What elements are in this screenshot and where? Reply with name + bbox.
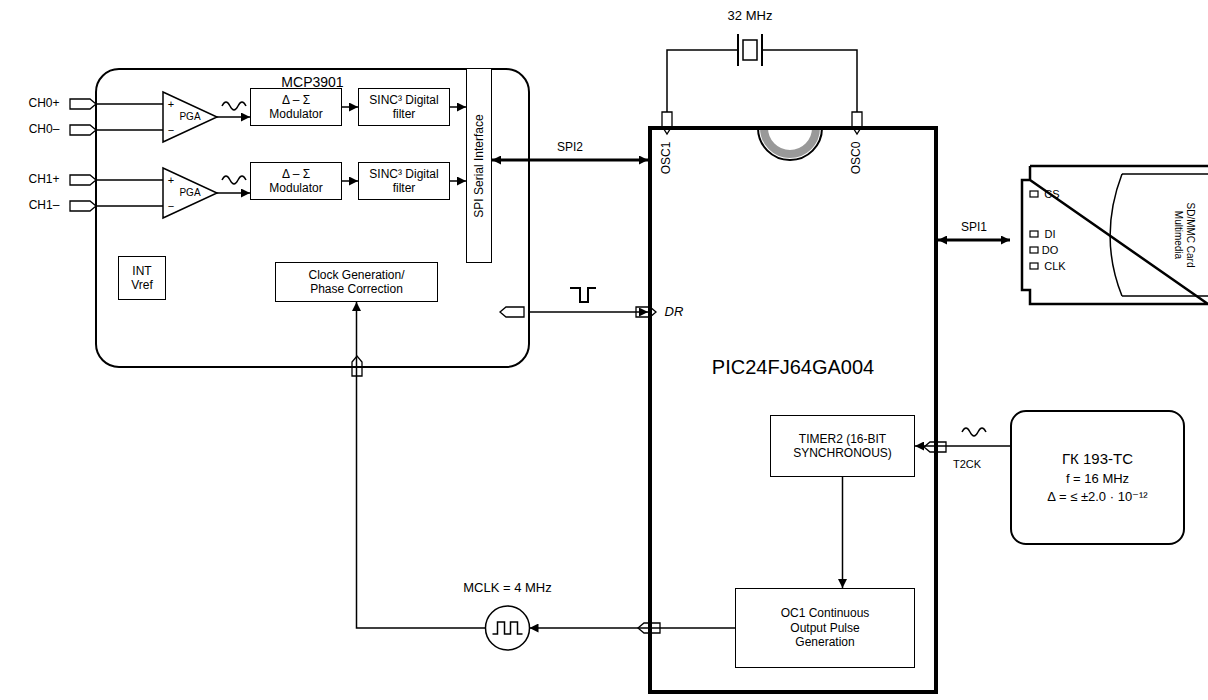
crystal-body bbox=[743, 40, 757, 60]
node-text: TIMER2 (16-BIT SYNCHRONOUS) bbox=[781, 432, 904, 461]
node-text: SINC³ Digital filter bbox=[369, 93, 439, 122]
chip-block: MCP3901PGAΔ – Σ ModulatorSINC³ Digital f… bbox=[95, 68, 530, 368]
pin bbox=[500, 307, 524, 317]
chip-notch bbox=[758, 128, 822, 160]
sine-icon bbox=[222, 102, 246, 110]
card-edge bbox=[1110, 174, 1208, 296]
node-text: ГК 193-ТС bbox=[1062, 448, 1133, 470]
connector bbox=[217, 116, 250, 118]
polarity-sign: + bbox=[168, 98, 174, 110]
node-text: SPI Serial Interface bbox=[472, 114, 486, 217]
output-compare-box: OC1 Continuous Output Pulse Generation bbox=[735, 588, 915, 668]
pin-name: DI bbox=[1045, 228, 1056, 240]
connector bbox=[342, 106, 358, 108]
square-wave-icon bbox=[493, 622, 523, 634]
crystal-plate bbox=[738, 34, 762, 66]
process-box: INT Vref bbox=[118, 256, 166, 300]
node-text: OC1 Continuous Output Pulse Generation bbox=[766, 606, 884, 649]
pin-name: CH0+ bbox=[28, 97, 59, 110]
pin bbox=[70, 125, 96, 135]
node-text: SINC³ Digital filter bbox=[369, 167, 439, 196]
node-text: INT Vref bbox=[121, 264, 163, 293]
card-pin bbox=[1030, 263, 1038, 269]
connector bbox=[342, 180, 358, 182]
pin-name: CH1– bbox=[29, 199, 60, 212]
circle-outline bbox=[486, 606, 530, 650]
sine-icon bbox=[962, 428, 986, 436]
connector bbox=[915, 445, 1010, 447]
process-box: SINC³ Digital filter bbox=[358, 88, 450, 126]
chip-notch-band bbox=[764, 128, 816, 154]
pin bbox=[852, 112, 862, 134]
connector bbox=[530, 627, 736, 629]
pin bbox=[70, 175, 96, 185]
node-text: MCLK = 4 MHz bbox=[440, 580, 575, 595]
triangle-outline bbox=[163, 168, 217, 218]
clock-signal-circle: MCLK = 4 MHz bbox=[440, 580, 575, 652]
bus-arrow bbox=[492, 159, 648, 162]
pin-name: CH1+ bbox=[28, 173, 59, 186]
node-text: SD/MMC Card Multimedia bbox=[1173, 195, 1196, 275]
polarity-sign: + bbox=[168, 174, 174, 186]
pin-name: CS bbox=[1044, 188, 1059, 200]
pin-name: DR bbox=[665, 305, 684, 319]
card-socket: SD/MMC Card Multimedia bbox=[1010, 166, 1208, 304]
bus-label: SPI2 bbox=[554, 141, 586, 154]
node-text: Clock Generation/ Phase Correction bbox=[298, 268, 415, 297]
node-text: Δ – Σ Modulator bbox=[261, 167, 331, 196]
process-box: Clock Generation/ Phase Correction bbox=[275, 262, 438, 302]
timer-box: TIMER2 (16-BIT SYNCHRONOUS) bbox=[770, 415, 915, 477]
node-text: Δ = ≤ ±2.0 · 10⁻¹² bbox=[1047, 488, 1147, 507]
connector bbox=[530, 311, 648, 313]
pin-name: OSC1 bbox=[660, 142, 673, 175]
pin-name: T2CK bbox=[953, 458, 981, 470]
node-text: PGA bbox=[176, 187, 204, 199]
block-title: PIC24FJ64GA004 bbox=[652, 356, 934, 379]
process-box: Δ – Σ Modulator bbox=[250, 88, 342, 126]
polarity-sign: − bbox=[168, 200, 174, 212]
mcu-block: PIC24FJ64GA004TIMER2 (16-BIT SYNCHRONOUS… bbox=[648, 126, 938, 694]
node-text: PGA bbox=[176, 111, 204, 123]
card-pin bbox=[1030, 247, 1038, 253]
card-pin bbox=[1030, 231, 1038, 237]
card-pin bbox=[1030, 191, 1038, 197]
pin-name: DO bbox=[1042, 244, 1059, 256]
connector bbox=[217, 192, 250, 194]
pin-name: CLK bbox=[1044, 260, 1065, 272]
input-wire bbox=[96, 104, 163, 206]
connector bbox=[842, 477, 844, 588]
node-text: f = 16 MHz bbox=[1066, 470, 1129, 489]
bus-arrow bbox=[938, 239, 1010, 242]
connector bbox=[450, 106, 466, 108]
sine-icon bbox=[222, 176, 246, 184]
pin bbox=[70, 201, 96, 211]
connector bbox=[357, 302, 486, 628]
bus-label: SPI1 bbox=[958, 221, 990, 234]
pulse-icon bbox=[570, 288, 596, 302]
pin-name: OSC0 bbox=[850, 142, 863, 175]
card-socket-outline bbox=[1022, 166, 1208, 304]
polarity-sign: − bbox=[168, 124, 174, 136]
interface-box: SPI Serial Interface bbox=[466, 68, 492, 263]
process-box: SINC³ Digital filter bbox=[358, 162, 450, 200]
pin bbox=[70, 99, 96, 109]
triangle-outline bbox=[163, 92, 217, 142]
process-box: Δ – Σ Modulator bbox=[250, 162, 342, 200]
generator-box: ГК 193-ТСf = 16 MHzΔ = ≤ ±2.0 · 10⁻¹² bbox=[1010, 410, 1185, 545]
node-text: Δ – Σ Modulator bbox=[261, 93, 331, 122]
pin bbox=[662, 112, 672, 134]
connector bbox=[450, 180, 466, 182]
pin-name: CH0– bbox=[29, 123, 60, 136]
frequency-label: 32 MHz bbox=[728, 9, 773, 23]
